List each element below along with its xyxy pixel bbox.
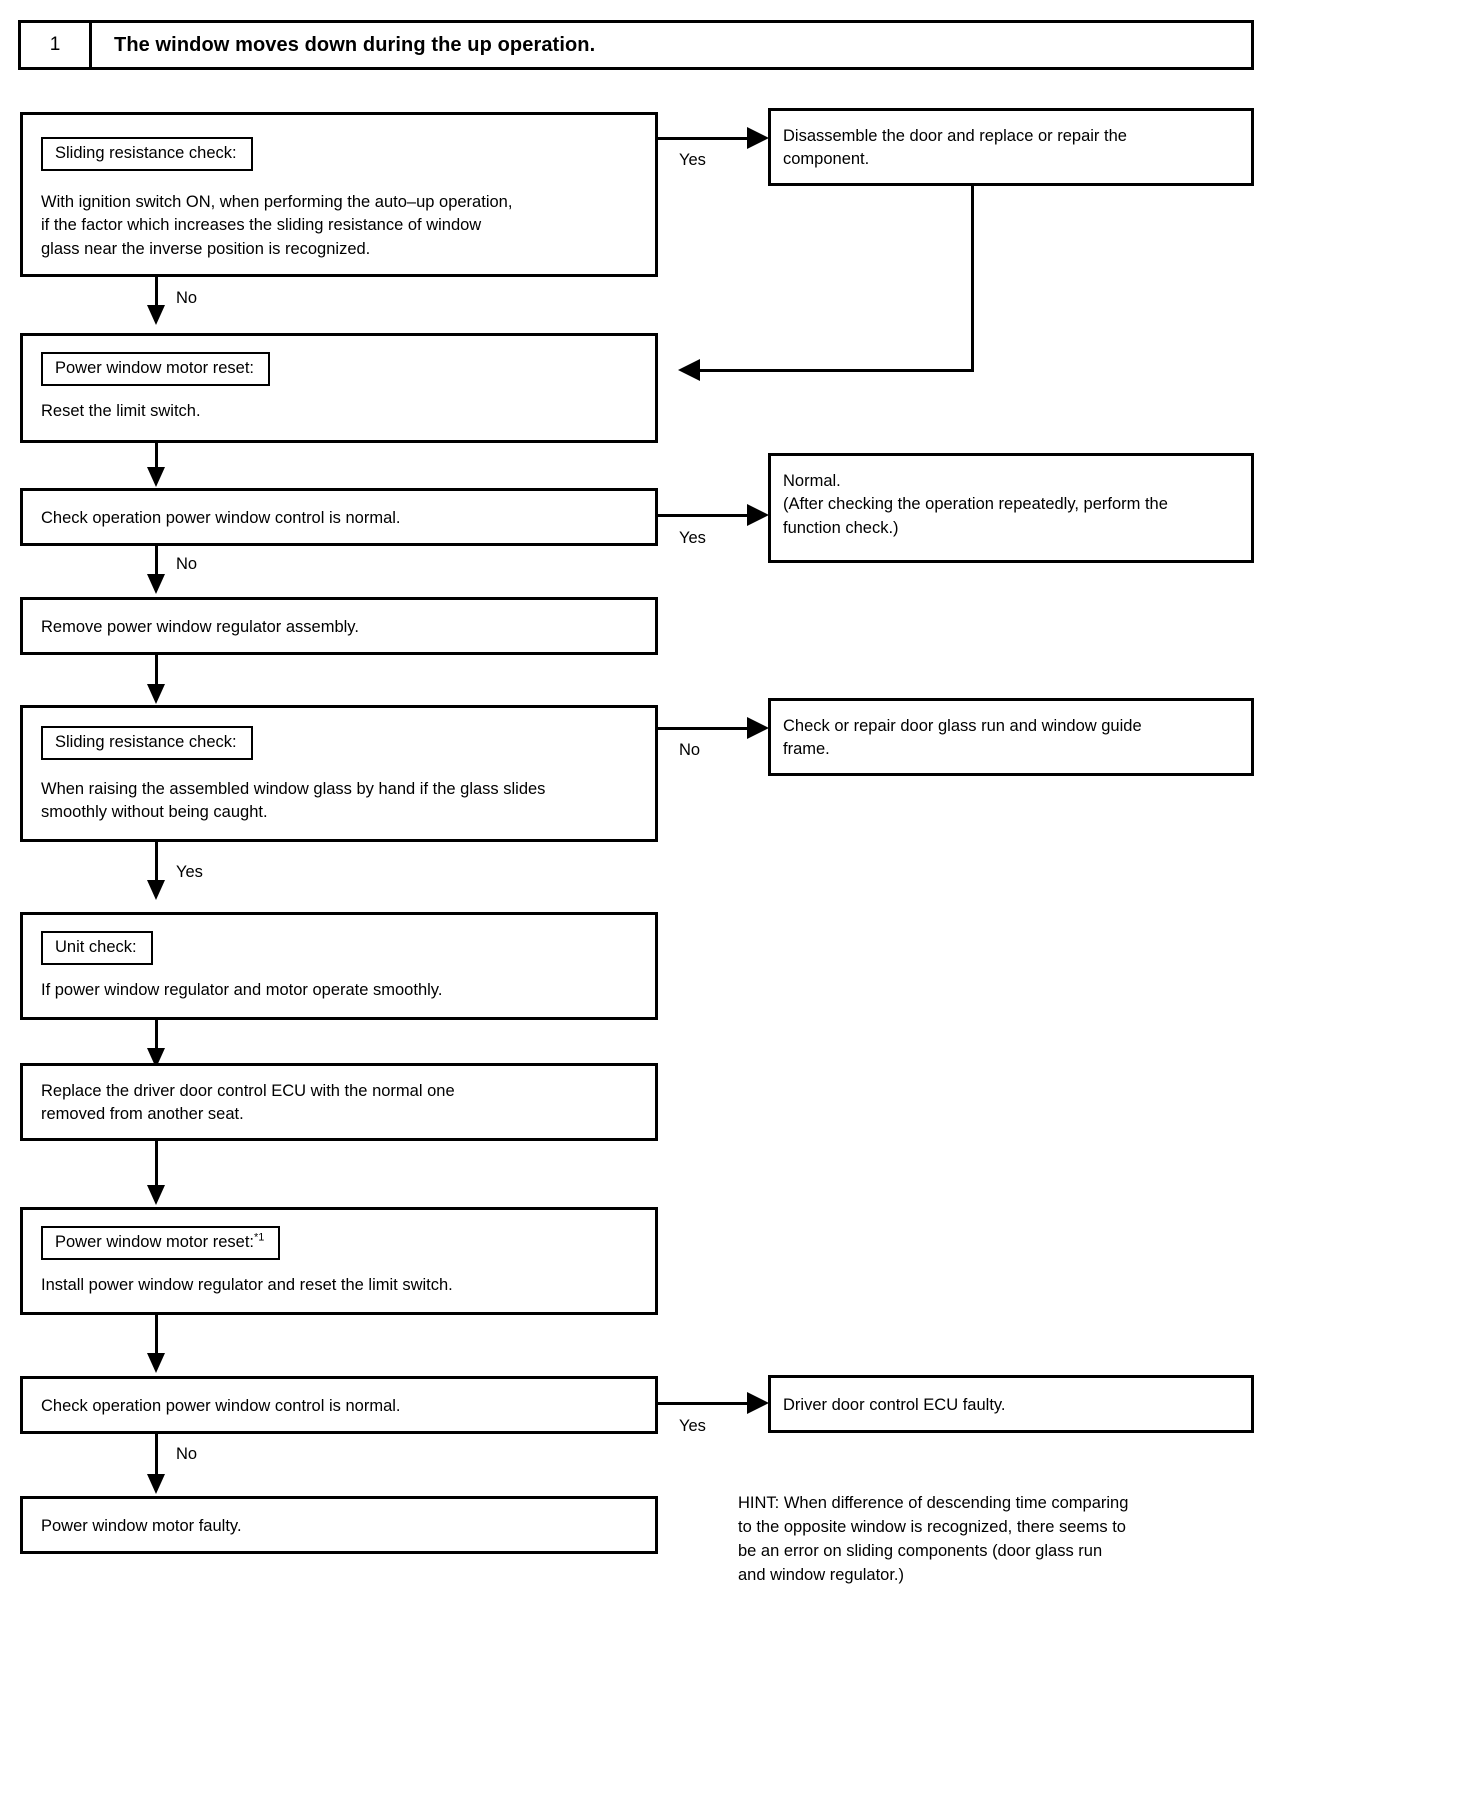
box-sliding-resistance-check-2-text: When raising the assembled window glass …	[41, 779, 546, 822]
page-title: The window moves down during the up oper…	[114, 33, 596, 56]
connector-yes-4	[658, 1402, 751, 1405]
arrowhead-no-2	[147, 574, 165, 594]
box-sliding-resistance-check-2-label: Sliding resistance check:	[41, 726, 253, 760]
edge-label-yes-4: Yes	[679, 1417, 706, 1435]
box-sliding-resistance-check-1-label: Sliding resistance check:	[41, 137, 253, 171]
connector-to-replace-ecu	[155, 1020, 158, 1052]
edge-label-no-1: No	[176, 289, 198, 307]
edge-label-no-2: No	[176, 555, 198, 573]
connector-to-check-operation-1	[155, 443, 158, 471]
arrowhead-yes-3	[147, 880, 165, 900]
box-unit-check-text: If power window regulator and motor oper…	[41, 980, 443, 999]
box-ecu-faulty: Driver door control ECU faulty.	[768, 1375, 1254, 1433]
box-motor-faulty-text: Power window motor faulty.	[41, 1517, 242, 1535]
box-motor-reset-2-label-text: Power window motor reset:	[55, 1233, 254, 1251]
box-unit-check: Unit check: If power window regulator an…	[20, 912, 658, 1020]
box-check-door-glass-run-text: Check or repair door glass run and windo…	[783, 717, 1142, 759]
connector-yes-2	[658, 514, 751, 517]
box-sliding-resistance-check-1-text: With ignition switch ON, when performing…	[41, 192, 513, 258]
box-motor-reset-2-text: Install power window regulator and reset…	[41, 1275, 453, 1294]
arrowhead-no-3	[747, 717, 769, 739]
edge-label-yes-2: Yes	[679, 529, 706, 547]
connector-no-3	[658, 727, 751, 730]
arrowhead-feedback	[678, 359, 700, 381]
edge-label-no-3: No	[679, 741, 701, 759]
box-motor-reset-2-label-superscript: *1	[254, 1231, 265, 1244]
box-remove-regulator-text: Remove power window regulator assembly.	[41, 618, 359, 636]
header-step-number: 1	[21, 23, 92, 67]
box-disassemble-door: Disassemble the door and replace or repa…	[768, 108, 1254, 186]
box-check-operation-1: Check operation power window control is …	[20, 488, 658, 546]
box-normal-result: Normal. (After checking the operation re…	[768, 453, 1254, 563]
box-motor-reset-1: Power window motor reset: Reset the limi…	[20, 333, 658, 443]
box-motor-reset-2: Power window motor reset:*1 Install powe…	[20, 1207, 658, 1315]
arrowhead-to-sliding-2	[147, 684, 165, 704]
box-check-operation-2-text: Check operation power window control is …	[41, 1397, 401, 1415]
connector-yes-1	[658, 137, 751, 140]
box-unit-check-label: Unit check:	[41, 931, 153, 965]
connector-no-2	[155, 546, 158, 578]
box-motor-faulty: Power window motor faulty.	[20, 1496, 658, 1554]
arrowhead-yes-4	[747, 1392, 769, 1414]
box-ecu-faulty-text: Driver door control ECU faulty.	[783, 1396, 1006, 1414]
box-check-operation-2: Check operation power window control is …	[20, 1376, 658, 1434]
arrowhead-no-1	[147, 305, 165, 325]
connector-yes-3	[155, 842, 158, 884]
connector-no-1	[155, 277, 158, 309]
connector-to-check-operation-2	[155, 1315, 158, 1357]
connector-feedback-horizontal	[700, 369, 973, 372]
arrowhead-to-check-operation-2	[147, 1353, 165, 1373]
box-sliding-resistance-check-1: Sliding resistance check: With ignition …	[20, 112, 658, 277]
box-normal-result-text: Normal. (After checking the operation re…	[783, 472, 1168, 537]
arrowhead-to-check-operation-1	[147, 467, 165, 487]
arrowhead-yes-1	[747, 127, 769, 149]
connector-to-motor-reset-2	[155, 1141, 158, 1189]
edge-label-no-4: No	[176, 1445, 198, 1463]
flowchart-header: 1 The window moves down during the up op…	[18, 20, 1254, 70]
box-sliding-resistance-check-2: Sliding resistance check: When raising t…	[20, 705, 658, 842]
box-disassemble-door-text: Disassemble the door and replace or repa…	[783, 127, 1127, 169]
box-check-operation-1-text: Check operation power window control is …	[41, 509, 401, 527]
connector-no-4	[155, 1434, 158, 1478]
box-motor-reset-2-label: Power window motor reset:*1	[41, 1226, 281, 1260]
arrowhead-to-motor-reset-2	[147, 1185, 165, 1205]
box-check-door-glass-run: Check or repair door glass run and windo…	[768, 698, 1254, 776]
arrowhead-yes-2	[747, 504, 769, 526]
box-replace-ecu: Replace the driver door control ECU with…	[20, 1063, 658, 1141]
edge-label-yes-1: Yes	[679, 151, 706, 169]
box-remove-regulator: Remove power window regulator assembly.	[20, 597, 658, 655]
box-replace-ecu-text: Replace the driver door control ECU with…	[41, 1082, 455, 1124]
arrowhead-no-4	[147, 1474, 165, 1494]
box-motor-reset-1-label: Power window motor reset:	[41, 352, 270, 386]
edge-label-yes-3: Yes	[176, 863, 203, 881]
hint-note: HINT: When difference of descending time…	[738, 1494, 1129, 1584]
connector-feedback-vertical	[971, 186, 974, 372]
box-motor-reset-1-text: Reset the limit switch.	[41, 401, 201, 420]
connector-to-sliding-2	[155, 655, 158, 689]
